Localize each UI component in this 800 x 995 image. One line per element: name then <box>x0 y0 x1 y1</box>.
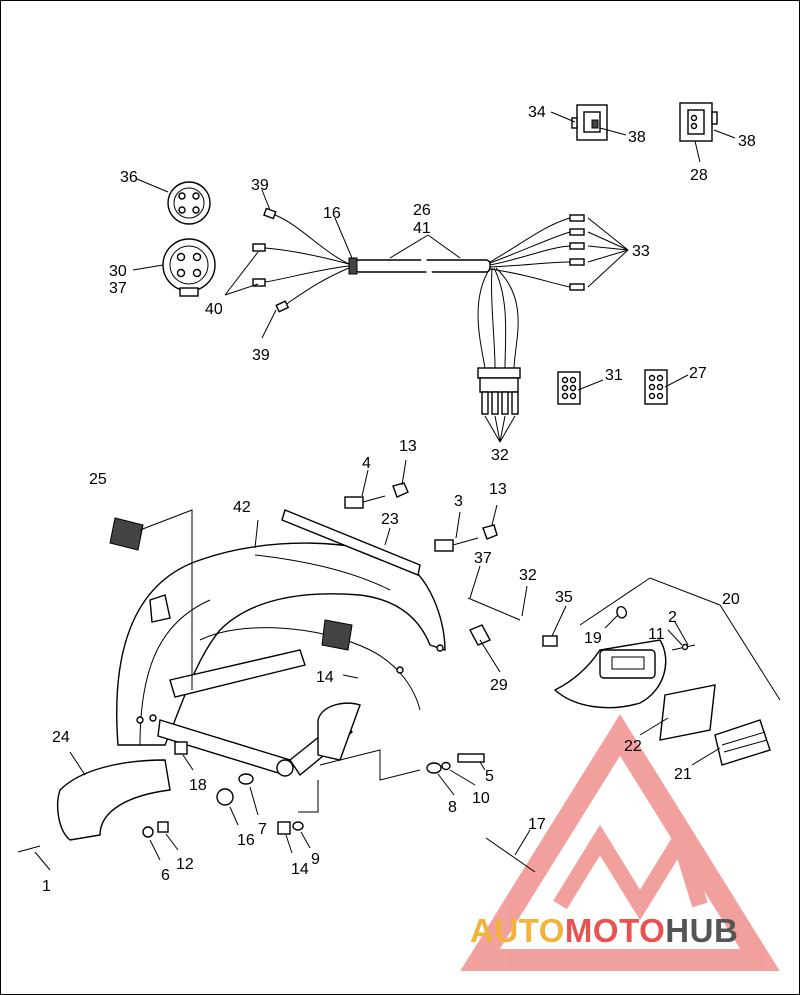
callout-25: 25 <box>89 471 107 488</box>
callout-42: 42 <box>233 499 251 516</box>
wiring-harness <box>252 207 585 415</box>
callout-1: 1 <box>42 878 51 895</box>
callout-27: 27 <box>689 365 707 382</box>
callout-14: 14 <box>316 669 334 686</box>
bolt-3 <box>434 524 498 552</box>
watermark-text: AUTOMOTOHUB <box>470 912 738 950</box>
callout-16: 16 <box>323 205 341 222</box>
callout-39: 39 <box>252 347 270 364</box>
callout-12: 12 <box>176 856 194 873</box>
callout-13: 13 <box>489 481 507 498</box>
callout-39: 39 <box>251 177 269 194</box>
bolt-4 <box>344 482 409 509</box>
callout-13: 13 <box>399 438 417 455</box>
terminal-block-27 <box>644 369 668 405</box>
rear-fender <box>116 542 446 777</box>
callout-4: 4 <box>362 455 371 472</box>
round-connector-30-37 <box>162 238 216 297</box>
callout-40: 40 <box>205 301 223 318</box>
callout-34: 34 <box>528 104 546 121</box>
callout-30: 30 <box>109 263 127 280</box>
callout-37: 37 <box>474 550 492 567</box>
callout-38: 38 <box>628 129 646 146</box>
trim-strip-23 <box>281 509 421 576</box>
callout-18: 18 <box>189 777 207 794</box>
connector-housing-28 <box>679 102 718 142</box>
watermark-moto: MOTO <box>564 912 666 949</box>
callout-33: 33 <box>632 243 650 260</box>
callout-31: 31 <box>605 367 623 384</box>
callout-11: 11 <box>648 626 665 643</box>
bracket-29 <box>469 624 491 646</box>
callout-6: 6 <box>161 867 170 884</box>
round-connector-36 <box>167 181 211 225</box>
terminal-block-31 <box>557 371 581 405</box>
pin-37 <box>467 597 521 621</box>
callout-19: 19 <box>584 630 602 647</box>
leader-lines <box>34 111 781 871</box>
callout-29: 29 <box>490 677 508 694</box>
callout-24: 24 <box>52 729 70 746</box>
callout-41: 41 <box>413 220 431 237</box>
callout-35: 35 <box>555 589 573 606</box>
callout-16: 16 <box>237 832 255 849</box>
callout-36: 36 <box>120 169 138 186</box>
reflector-25 <box>109 517 144 551</box>
callout-21: 21 <box>674 766 692 783</box>
callout-17: 17 <box>528 816 546 833</box>
callout-7: 7 <box>258 821 267 838</box>
callout-22: 22 <box>624 738 642 755</box>
watermark-hub: HUB <box>665 912 739 949</box>
watermark-logo <box>460 714 780 971</box>
callout-20: 20 <box>722 591 740 608</box>
callout-2: 2 <box>668 609 677 626</box>
callout-38: 38 <box>738 133 756 150</box>
connector-housing-34 <box>571 104 608 141</box>
callout-23: 23 <box>381 511 399 528</box>
tail-lamp-assembly <box>553 606 771 766</box>
callout-14: 14 <box>291 861 309 878</box>
callout-10: 10 <box>472 790 490 807</box>
bracket-24 <box>57 759 171 841</box>
callout-8: 8 <box>448 799 457 816</box>
hardware <box>17 741 536 873</box>
callout-32: 32 <box>519 567 537 584</box>
callout-37: 37 <box>109 280 127 297</box>
callout-labels: 34 38 38 28 36 39 16 26 41 33 30 37 40 3… <box>42 104 756 895</box>
callout-9: 9 <box>311 851 320 868</box>
watermark-auto: AUTO <box>470 912 565 949</box>
callout-3: 3 <box>454 493 463 510</box>
callout-26: 26 <box>413 202 431 219</box>
connector-35 <box>542 635 558 647</box>
callout-5: 5 <box>485 768 494 785</box>
callout-32: 32 <box>491 447 509 464</box>
callout-28: 28 <box>690 167 708 184</box>
